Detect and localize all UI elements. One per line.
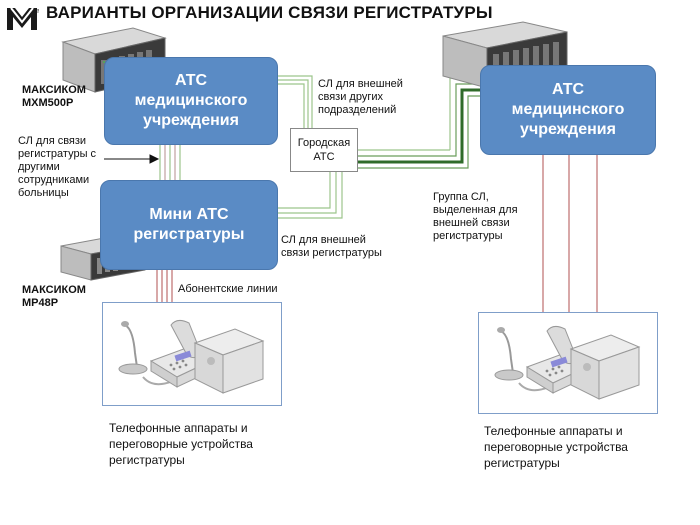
caption-left-line-2: переговорные устройства <box>109 437 253 451</box>
mp48p-label-line-1: МАКСИКОМ <box>22 284 86 296</box>
label-sl-external-other-line-2: связи других <box>318 91 383 103</box>
label-sl-external-other-line-3: подразделений <box>318 104 397 116</box>
ats-left-node: АТС медицинского учреждения <box>104 57 278 145</box>
city-ats-node: Городская АТС <box>290 128 358 172</box>
ats-right-line-3: учреждения <box>520 121 616 138</box>
label-sl-external-other: СЛ для внешней связи других подразделени… <box>318 78 403 117</box>
caption-left-line-3: регистратуры <box>109 453 185 467</box>
caption-right-line-1: Телефонные аппараты и <box>484 424 623 438</box>
phones-box-right <box>478 312 658 414</box>
ats-right-line-1: АТС <box>551 81 585 98</box>
mxm500p-label-line-1: МАКСИКОМ <box>22 84 86 96</box>
label-group-sl-line-4: регистратуры <box>433 230 503 242</box>
ats-left-line-2: медицинского <box>134 92 248 109</box>
subscriber-lines-right <box>542 153 598 312</box>
caption-left-line-1: Телефонные аппараты и <box>109 421 248 435</box>
mini-ats-node: Мини АТС регистратуры <box>100 180 278 270</box>
label-subscriber-lines: Абонентские линии <box>178 283 278 295</box>
subscriber-lines-left <box>156 268 173 302</box>
label-sl-registry-staff-line-4: сотрудниками <box>18 174 90 186</box>
label-sl-registry-staff-line-1: СЛ для связи <box>18 135 87 147</box>
ats-right-line-2: медицинского <box>511 101 625 118</box>
mp48p-label-line-2: MP48P <box>22 297 59 309</box>
phones-box-left <box>102 302 282 406</box>
mxm500p-label-line-2: MXM500P <box>22 97 74 109</box>
caption-right-line-3: регистратуры <box>484 456 560 470</box>
mp48p-label: МАКСИКОМ MP48P <box>22 284 86 310</box>
ats-right-node: АТС медицинского учреждения <box>480 65 656 155</box>
label-sl-registry-staff-line-2: регистратуры с <box>18 148 97 160</box>
label-sl-registry-staff: СЛ для связи регистратуры с другими сотр… <box>18 135 96 200</box>
arrow-sl-registry <box>104 154 160 164</box>
label-sl-external-registry-line-1: СЛ для внешней <box>281 234 366 246</box>
page-title: ВАРИАНТЫ ОРГАНИЗАЦИИ СВЯЗИ РЕГИСТРАТУРЫ <box>46 3 493 22</box>
label-sl-external-registry: СЛ для внешней связи регистратуры <box>281 234 382 260</box>
desk-phone-and-intercom-icon <box>118 319 265 394</box>
mini-ats-line-2: регистратуры <box>133 226 245 243</box>
desk-phone-and-intercom-right-icon <box>494 325 641 400</box>
maksikom-logo-icon: ® <box>7 7 39 30</box>
city-ats-line-1: Городская <box>297 137 351 149</box>
svg-text:®: ® <box>36 8 39 15</box>
ats-left-line-1: АТС <box>174 72 208 89</box>
trunk-ats-left-to-city <box>276 75 313 128</box>
trunk-group-city-to-right <box>358 77 480 169</box>
caption-right: Телефонные аппараты и переговорные устро… <box>484 423 628 471</box>
city-ats-line-2: АТС <box>313 151 335 163</box>
label-sl-registry-staff-line-3: другими <box>18 161 60 173</box>
label-sl-external-registry-line-2: связи регистратуры <box>281 247 382 259</box>
trunk-mini-to-city <box>276 172 343 219</box>
label-sl-external-other-line-1: СЛ для внешней <box>318 78 403 90</box>
label-sl-registry-staff-line-5: больницы <box>18 187 69 199</box>
ats-left-line-3: учреждения <box>143 112 239 129</box>
trunk-ats-left-to-mini <box>159 142 181 180</box>
label-group-sl: Группа СЛ, выделенная для внешней связи … <box>433 191 518 243</box>
mxm500p-label: МАКСИКОМ MXM500P <box>22 84 86 110</box>
label-group-sl-line-1: Группа СЛ, <box>433 191 489 203</box>
mini-ats-line-1: Мини АТС <box>149 206 229 223</box>
label-group-sl-line-2: выделенная для <box>433 204 518 216</box>
caption-right-line-2: переговорные устройства <box>484 440 628 454</box>
caption-left: Телефонные аппараты и переговорные устро… <box>109 420 253 468</box>
label-group-sl-line-3: внешней связи <box>433 217 510 229</box>
